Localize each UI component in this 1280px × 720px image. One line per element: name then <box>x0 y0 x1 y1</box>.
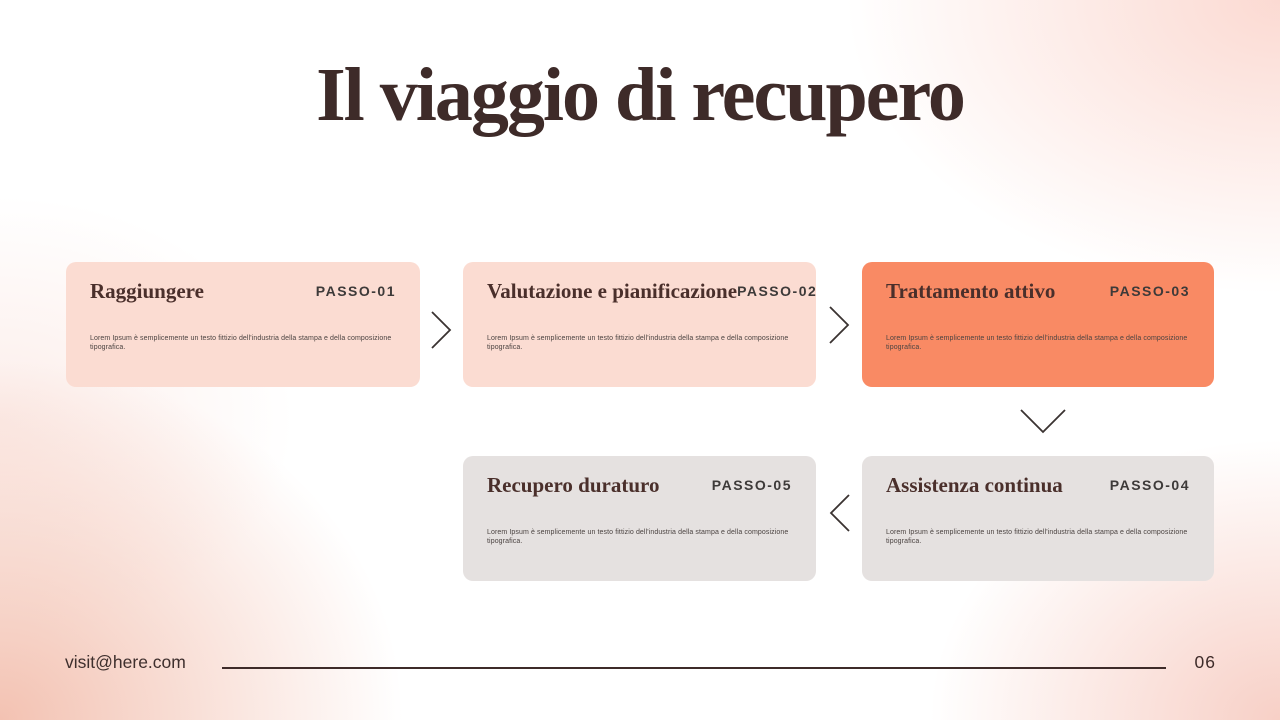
step-description: Lorem Ipsum è semplicemente un testo fit… <box>886 529 1188 546</box>
arrow-right-icon <box>829 306 850 344</box>
arrow-right-icon <box>431 311 452 349</box>
step-card-passo-03: Trattamento attivo PASSO-03 Lorem Ipsum … <box>862 262 1214 387</box>
step-card-passo-05: Recupero duraturo PASSO-05 Lorem Ipsum è… <box>463 456 816 581</box>
step-badge: PASSO-05 <box>711 477 792 493</box>
step-title: Valutazione e pianificazione <box>487 279 738 303</box>
step-title: Assistenza continua <box>886 473 1063 497</box>
step-description: Lorem Ipsum è semplicemente un testo fit… <box>487 529 789 546</box>
page-number: 06 <box>1194 652 1216 672</box>
footer-divider <box>222 667 1166 669</box>
step-badge: PASSO-03 <box>1109 283 1190 299</box>
step-title: Recupero duraturo <box>487 473 660 497</box>
step-description: Lorem Ipsum è semplicemente un testo fit… <box>886 335 1188 352</box>
contact-email: visit@here.com <box>65 652 186 672</box>
step-card-passo-02: Valutazione e pianificazione PASSO-02 Lo… <box>463 262 816 387</box>
arrow-down-icon <box>1020 409 1066 434</box>
step-badge: PASSO-02 <box>737 283 818 299</box>
step-title: Trattamento attivo <box>886 279 1056 303</box>
step-title: Raggiungere <box>90 279 204 303</box>
step-description: Lorem Ipsum è semplicemente un testo fit… <box>487 335 789 352</box>
page-title: Il viaggio di recupero <box>316 53 966 137</box>
step-card-passo-04: Assistenza continua PASSO-04 Lorem Ipsum… <box>862 456 1214 581</box>
arrow-left-icon <box>829 494 850 532</box>
step-badge: PASSO-04 <box>1109 477 1190 493</box>
step-description: Lorem Ipsum è semplicemente un testo fit… <box>90 335 392 352</box>
step-card-passo-01: Raggiungere PASSO-01 Lorem Ipsum è sempl… <box>66 262 420 387</box>
step-badge: PASSO-01 <box>315 283 396 299</box>
